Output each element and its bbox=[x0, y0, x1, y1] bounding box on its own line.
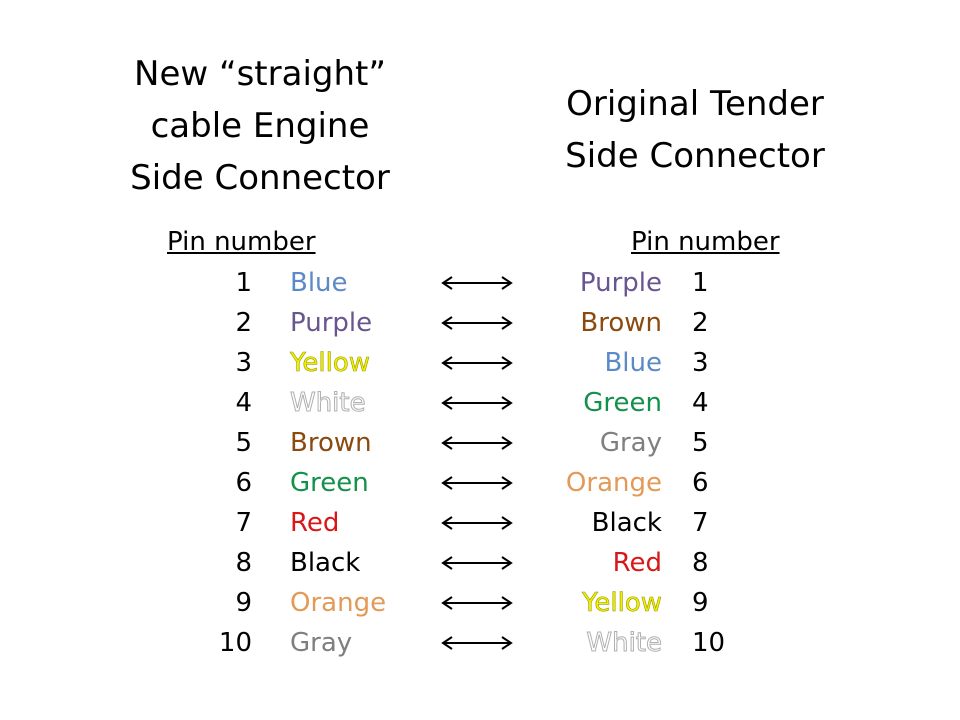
left-wire-color: Orange bbox=[290, 588, 387, 618]
double-arrow-icon bbox=[441, 436, 513, 450]
right-wire-color: Yellow bbox=[581, 588, 663, 619]
left-title-line: Side Connector bbox=[130, 158, 390, 198]
pin-row: 5 Brown Gray 5 bbox=[0, 423, 960, 463]
right-pin-number: 6 bbox=[692, 468, 709, 498]
left-wire-color: Yellow bbox=[290, 348, 371, 379]
pin-row: 8 Black Red 8 bbox=[0, 543, 960, 583]
left-pin-number: 6 bbox=[235, 468, 252, 498]
left-pin-header: Pin number bbox=[167, 227, 316, 257]
right-pin-number: 4 bbox=[692, 388, 709, 418]
left-pin-number: 10 bbox=[218, 628, 252, 658]
left-wire-color: Purple bbox=[290, 308, 373, 338]
pin-row: 4 White Green 4 bbox=[0, 383, 960, 423]
pin-row: 9 Orange Yellow 9 bbox=[0, 583, 960, 623]
right-title-line: Side Connector bbox=[565, 136, 825, 176]
left-title: New “straight” cable Engine Side Connect… bbox=[90, 48, 430, 204]
pin-row: 1 Blue Purple 1 bbox=[0, 263, 960, 303]
double-arrow-icon bbox=[441, 276, 513, 290]
right-title: Original Tender Side Connector bbox=[540, 78, 850, 182]
left-pin-number: 3 bbox=[235, 348, 252, 378]
right-pin-number: 3 bbox=[692, 348, 709, 378]
right-title-line: Original Tender bbox=[566, 84, 824, 124]
left-wire-color: White bbox=[290, 388, 367, 419]
right-pin-number: 1 bbox=[692, 268, 709, 298]
left-wire-color: Black bbox=[290, 548, 361, 578]
pin-row: 3 Yellow Blue 3 bbox=[0, 343, 960, 383]
right-wire-color: Blue bbox=[604, 348, 662, 378]
left-pin-number: 9 bbox=[235, 588, 252, 618]
left-pin-number: 1 bbox=[235, 268, 252, 298]
right-wire-color: Black bbox=[591, 508, 662, 538]
right-wire-color: Purple bbox=[579, 268, 662, 298]
double-arrow-icon bbox=[441, 556, 513, 570]
right-pin-number: 7 bbox=[692, 508, 709, 538]
right-pin-number: 8 bbox=[692, 548, 709, 578]
left-wire-color: Brown bbox=[290, 428, 372, 458]
left-wire-color: Gray bbox=[290, 628, 353, 658]
pin-row: 7 Red Black 7 bbox=[0, 503, 960, 543]
left-title-line: cable Engine bbox=[150, 106, 370, 146]
double-arrow-icon bbox=[441, 636, 513, 650]
right-pin-number: 2 bbox=[692, 308, 709, 338]
pin-row: 2 Purple Brown 2 bbox=[0, 303, 960, 343]
double-arrow-icon bbox=[441, 316, 513, 330]
double-arrow-icon bbox=[441, 396, 513, 410]
right-wire-color: Gray bbox=[599, 428, 662, 458]
double-arrow-icon bbox=[441, 356, 513, 370]
right-pin-number: 10 bbox=[692, 628, 726, 658]
left-pin-number: 2 bbox=[235, 308, 252, 338]
right-wire-color: Green bbox=[583, 388, 662, 418]
right-pin-number: 9 bbox=[692, 588, 709, 618]
double-arrow-icon bbox=[441, 516, 513, 530]
pin-row: 6 Green Orange 6 bbox=[0, 463, 960, 503]
left-wire-color: Red bbox=[290, 508, 340, 538]
double-arrow-icon bbox=[441, 596, 513, 610]
right-wire-color: Brown bbox=[580, 308, 662, 338]
left-pin-number: 4 bbox=[235, 388, 252, 418]
double-arrow-icon bbox=[441, 476, 513, 490]
right-pin-header: Pin number bbox=[631, 227, 780, 257]
pin-row: 10 Gray White 10 bbox=[0, 623, 960, 663]
right-wire-color: Orange bbox=[565, 468, 662, 498]
left-wire-color: Green bbox=[290, 468, 369, 498]
left-pin-number: 5 bbox=[235, 428, 252, 458]
right-pin-number: 5 bbox=[692, 428, 709, 458]
left-pin-number: 7 bbox=[235, 508, 252, 538]
left-pin-number: 8 bbox=[235, 548, 252, 578]
right-wire-color: Red bbox=[612, 548, 662, 578]
left-wire-color: Blue bbox=[290, 268, 348, 298]
left-title-line: New “straight” bbox=[134, 54, 386, 94]
right-wire-color: White bbox=[586, 628, 663, 659]
